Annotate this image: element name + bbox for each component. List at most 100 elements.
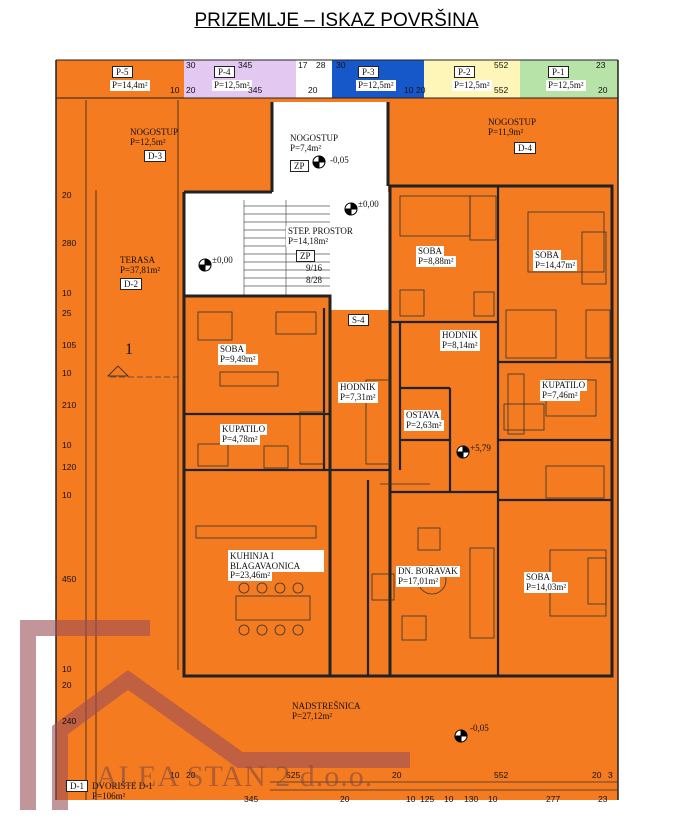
parking-p4 — [184, 60, 296, 98]
level-label: +5,79 — [470, 443, 491, 453]
dim-top2: 10 — [404, 85, 414, 95]
room-name-soba-3: SOBA — [218, 344, 247, 355]
room-name-dvoriste: DVORIŠTE D-1 — [92, 781, 153, 791]
level-label: ±0,00 — [358, 199, 379, 209]
room-name-hodnik-2: HODNIK — [338, 382, 378, 393]
room-area-nogostup-entry: P=7,4m² — [290, 143, 322, 153]
dim-left: 280 — [62, 238, 77, 248]
room-name-nogostup-d3: NOGOSTUP — [130, 127, 179, 137]
room-area-kuhinja: P=23,46m² — [228, 570, 273, 581]
room-area-nadstresnica: P=27,12m² — [292, 711, 333, 721]
room-code-d2: D-2 — [120, 278, 142, 290]
room-area-soba-2: P=14,47m² — [533, 260, 578, 271]
parking-label-p1: P-1 — [548, 66, 569, 78]
parking-area-p3: P=12,5m² — [356, 80, 396, 91]
room-area-soba-4: P=14,03m² — [524, 582, 569, 593]
parking-label-p4: P-4 — [214, 66, 235, 78]
dim-left: 240 — [62, 716, 77, 726]
room-name-terasa: TERASA — [120, 255, 156, 265]
parking-area-p4: P=12,5m² — [212, 80, 252, 91]
dim-top: 28 — [316, 60, 326, 70]
parking-area-p1: P=12,5m² — [546, 80, 586, 91]
room-area-dn-boravak: P=17,01m² — [396, 576, 441, 587]
room-code-d1: D-1 — [66, 780, 88, 792]
dim-top: 17 — [298, 60, 308, 70]
level-label: -0,05 — [330, 155, 349, 165]
parking-label-p5: P-5 — [112, 66, 133, 78]
level-label: -0,05 — [470, 723, 489, 733]
room-area-soba-3: P=9,49m² — [218, 354, 258, 365]
dim-top: 30 — [186, 60, 196, 70]
dim-left: 20 — [62, 190, 72, 200]
marker-axis-1: 1 — [125, 341, 133, 358]
marker-stairs-b: 8/28 — [306, 275, 323, 285]
watermark-logo-text: ALEA STAN 2 d.o.o. — [96, 760, 374, 793]
dim-top2: 10 — [170, 85, 180, 95]
dim-bottom2: 125 — [420, 794, 435, 804]
parking-p4-gap — [296, 60, 332, 98]
stairwell-lower — [330, 296, 390, 310]
room-area-soba-1: P=8,88m² — [416, 256, 456, 267]
marker-s4: S-4 — [348, 314, 369, 326]
dim-bottom2: 10 — [488, 794, 498, 804]
room-name-hodnik-1: HODNIK — [440, 330, 480, 341]
room-name-ostava: OSTAVA — [404, 410, 442, 421]
room-name-nogostup-entry: NOGOSTUP — [290, 133, 339, 143]
dim-left: 105 — [62, 340, 77, 350]
dim-left: 120 — [62, 462, 77, 472]
room-name-dn-boravak: DN. BORAVAK — [396, 566, 460, 577]
room-name-soba-4: SOBA — [524, 572, 553, 583]
entrance-nogostup — [272, 102, 388, 192]
dim-bottom2: 10 — [444, 794, 454, 804]
room-area-step-prostor: P=14,18m² — [286, 236, 331, 247]
room-area-kupatilo-2: P=4,78m² — [220, 434, 260, 445]
dim-top: 30 — [336, 60, 346, 70]
room-name-kuhinja: KUHINJA I BLAGAVAONICA — [228, 550, 324, 572]
room-area-kupatilo-1: P=7,46m² — [540, 390, 580, 401]
dim-left: 10 — [62, 440, 72, 450]
dim-bottom2: 130 — [464, 794, 479, 804]
level-label: ±0,00 — [212, 255, 233, 265]
dim-left: 10 — [62, 490, 72, 500]
dim-left: 10 — [62, 288, 72, 298]
dim-left: 210 — [62, 400, 77, 410]
dim-left: 10 — [62, 368, 72, 378]
parking-label-p2: P-2 — [454, 66, 475, 78]
room-area-hodnik-2: P=7,31m² — [338, 392, 378, 403]
room-area-ostava: P=2,63m² — [404, 420, 444, 431]
dim-top: 345 — [238, 60, 253, 70]
marker-stairs-a: 9/16 — [306, 263, 323, 273]
room-code-d4: D-4 — [514, 142, 536, 154]
page-title: PRIZEMLJE – ISKAZ POVRŠINA — [194, 10, 479, 31]
room-area-nogostup-d3: P=12,5m² — [130, 137, 166, 147]
dim-left: 20 — [62, 680, 72, 690]
parking-label-p3: P-3 — [358, 66, 379, 78]
dim-bottom2: 23 — [598, 794, 608, 804]
dim-top2: 20 — [416, 85, 426, 95]
parking-p1 — [520, 60, 618, 98]
dim-top2: 345 — [248, 85, 263, 95]
marker-zp-1: ZP — [290, 160, 309, 172]
room-name-soba-1: SOBA — [416, 246, 445, 257]
dim-top: 552 — [494, 60, 509, 70]
dim-top2: 20 — [598, 85, 608, 95]
room-code-d3: D-3 — [144, 150, 166, 162]
dim-bottom: 525 — [286, 770, 301, 780]
room-name-soba-2: SOBA — [533, 250, 562, 261]
dim-bottom: 20 — [392, 770, 402, 780]
dim-left: 10 — [62, 664, 72, 674]
room-name-nogostup-d4: NOGOSTUP — [488, 117, 537, 127]
room-area-terasa: P=37,81m² — [120, 265, 161, 275]
room-area-hodnik-1: P=8,14m² — [440, 340, 480, 351]
dim-top2: 20 — [186, 85, 196, 95]
dim-bottom: 3 — [608, 770, 613, 780]
dim-bottom: 10 — [170, 770, 180, 780]
dim-bottom2: 10 — [406, 794, 416, 804]
room-name-step-prostor: STEP. PROSTOR — [286, 226, 355, 237]
dim-top: 23 — [596, 60, 606, 70]
room-area-dvoriste: P=106m² — [92, 791, 126, 801]
dim-bottom: 552 — [494, 770, 509, 780]
room-name-kupatilo-2: KUPATILO — [220, 424, 268, 435]
parking-area-p2: P=12,5m² — [452, 80, 492, 91]
